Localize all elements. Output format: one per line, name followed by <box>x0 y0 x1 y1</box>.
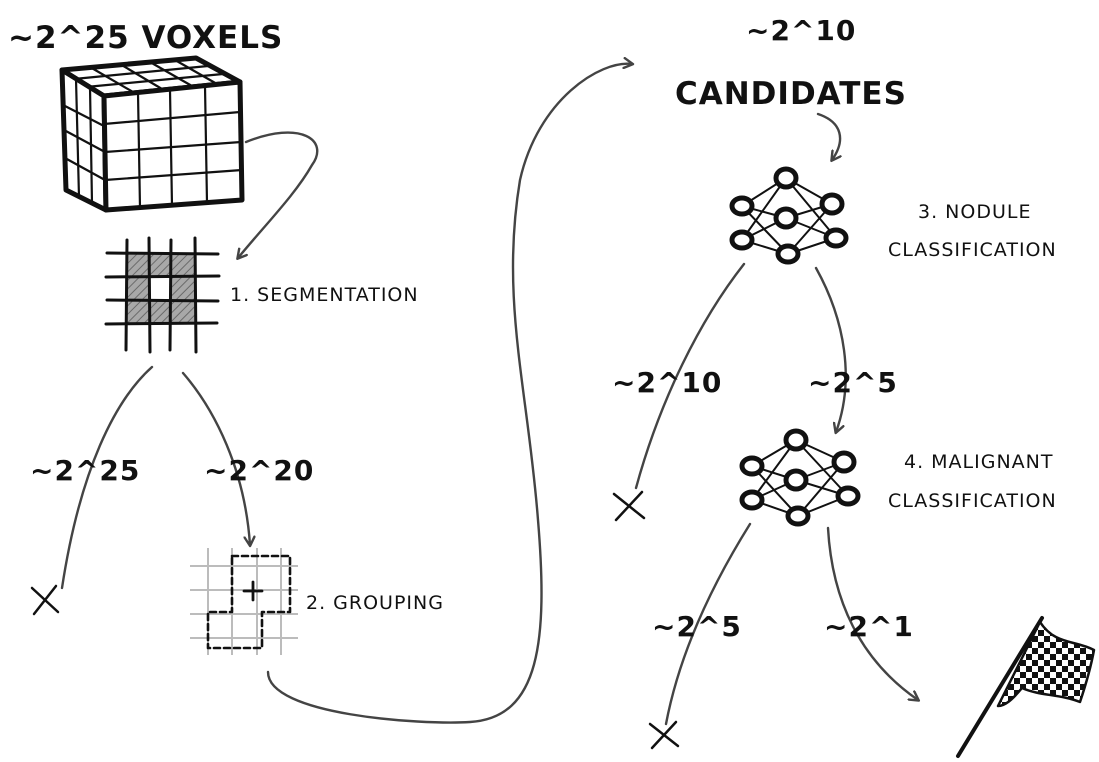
arrow-nod-keep <box>814 266 847 432</box>
nod-discard-count: ~2^10 <box>612 366 722 399</box>
nod-keep-count: ~2^5 <box>808 366 898 399</box>
arrow-nod-discard <box>634 262 746 490</box>
reject-x-icon <box>612 490 646 522</box>
neural-net-icon <box>729 166 849 265</box>
step4-label: 4. MALIGNANT <box>904 451 1054 473</box>
arrow-mal-discard <box>664 522 752 726</box>
arrow-grouping-to-candidates <box>266 64 632 724</box>
mal-keep-count: ~2^1 <box>824 610 914 643</box>
seg-discard-count: ~2^25 <box>30 454 140 487</box>
arrow-candidates-to-nodule <box>816 112 840 160</box>
step1-label: 1. SEGMENTATION <box>230 284 419 306</box>
checkered-flag-icon <box>956 616 1096 758</box>
step3-label-line2: CLASSIFICATION <box>888 239 1057 261</box>
candidates-count: ~2^10 <box>746 14 856 47</box>
candidates-title: CANDIDATES <box>675 76 907 112</box>
grouping-grid-icon <box>190 548 298 655</box>
reject-x-icon <box>648 720 680 750</box>
seg-keep-count: ~2^20 <box>204 454 314 487</box>
arrow-cube-to-segmentation <box>238 131 319 258</box>
reject-x-icon <box>30 584 60 616</box>
voxels-title: ~2^25 VOXELS <box>8 20 283 56</box>
arrow-mal-keep <box>826 526 918 700</box>
voxel-cube-icon <box>59 55 245 213</box>
mal-discard-count: ~2^5 <box>652 610 742 643</box>
step4-label-line2: CLASSIFICATION <box>888 490 1057 512</box>
segmentation-grid-icon <box>104 236 221 354</box>
step3-label: 3. NODULE <box>918 201 1031 223</box>
arrow-seg-keep <box>181 371 250 545</box>
arrow-seg-discard <box>60 365 154 590</box>
neural-net-icon <box>739 428 861 527</box>
step2-label: 2. GROUPING <box>306 592 444 614</box>
